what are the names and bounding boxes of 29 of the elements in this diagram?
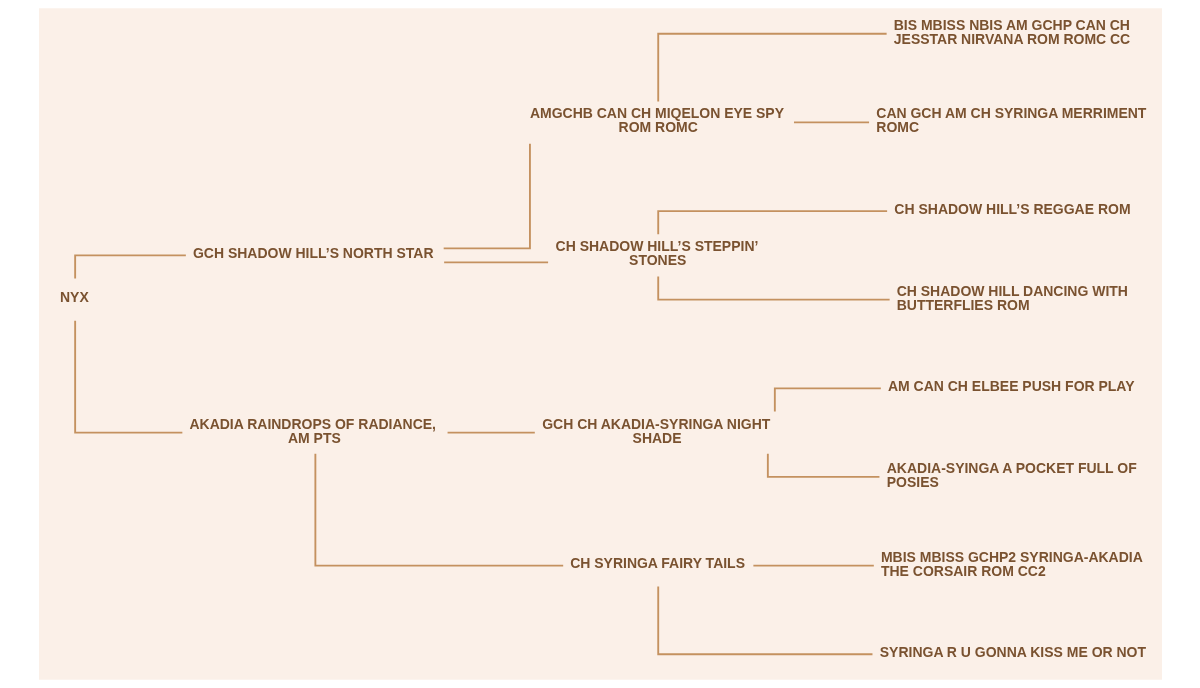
connector	[656, 585, 873, 656]
connector	[792, 121, 870, 124]
connector	[442, 142, 531, 250]
connector	[656, 210, 888, 236]
node-text: CH SHADOW HILL DANCING WITH BUTTERFLIES ROM	[896, 282, 1128, 313]
connector	[313, 452, 564, 567]
node-text: MBIS MBISS GCHP2 SYRINGA-AKADIA THE CORSAIR ROM CC2	[880, 548, 1143, 579]
connector	[73, 254, 187, 280]
connector	[751, 564, 875, 567]
connector	[442, 261, 549, 264]
node-text: GCH CH AKADIA-SYRINGA NIGHT SHADE	[541, 415, 770, 446]
node-text: BIS MBISS NBIS AM GCHP CAN CH JESSTAR NIRVANA ROM ROMC CC	[893, 16, 1130, 47]
node-text: GCH SHADOW HILL’S NORTH STAR	[192, 244, 434, 261]
connector	[656, 275, 891, 301]
node-text: AKADIA RAINDROPS OF RADIANCE, AM PTS	[188, 415, 436, 446]
node-text: CH SHADOW HILL’S STEPPIN’ STONES	[555, 238, 758, 269]
connector	[773, 387, 882, 413]
connector	[73, 319, 183, 434]
node-text: NYX	[59, 289, 89, 306]
node-text: CH SHADOW HILL’S REGGAE ROM	[893, 200, 1131, 217]
connector	[766, 452, 880, 478]
connector	[656, 32, 888, 103]
node-text: AM CAN CH ELBEE PUSH FOR PLAY	[887, 377, 1135, 394]
node-text: SYRINGA R U GONNA KISS ME OR NOT	[879, 643, 1146, 660]
node-text: AKADIA-SYINGA A POCKET FULL OF POSIES	[886, 459, 1137, 490]
node-text: CH SYRINGA FAIRY TAILS	[569, 555, 745, 572]
node-text: CAN GCH AM CH SYRINGA MERRIMENT ROMC	[875, 105, 1146, 136]
connector	[446, 431, 536, 434]
node-text: AMGCHB CAN CH MIQELON EYE SPY ROM ROMC	[529, 105, 784, 136]
